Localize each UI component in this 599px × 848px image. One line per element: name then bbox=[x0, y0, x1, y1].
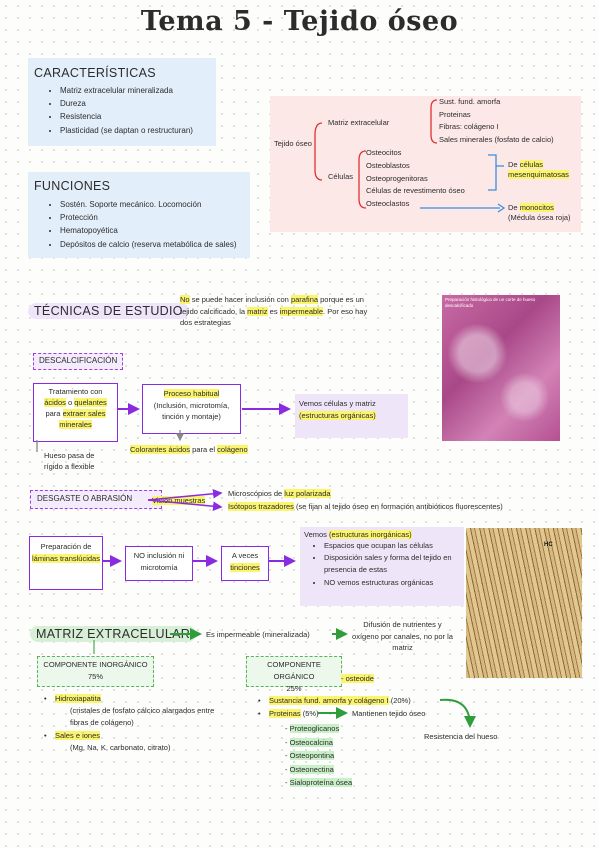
esquema-root: Tejido óseo bbox=[274, 139, 312, 148]
matriz-impermeable: Es impermeable (mineralizada) bbox=[206, 630, 310, 639]
list-item: Resistencia bbox=[60, 110, 219, 123]
list-item: Espacios que ocupan las células bbox=[324, 540, 464, 552]
photo-label: HC bbox=[544, 542, 553, 548]
list-item: Disposición sales y forma del tejido en … bbox=[324, 552, 464, 576]
colorantes-note: Colorantes ácidos para el colágeno bbox=[130, 445, 248, 454]
osteoide-label: - osteoide bbox=[341, 674, 374, 683]
list-item: Plasticidad (se daptan o restructuran) bbox=[60, 124, 219, 137]
list-item: Dureza bbox=[60, 97, 219, 110]
list-item: Proteinas bbox=[439, 109, 471, 119]
list-item: Sust. fund. amorfa bbox=[439, 97, 501, 106]
list-item: Protección bbox=[60, 211, 252, 224]
list-item: - Proteoglicanos bbox=[285, 724, 340, 733]
list-item: Células de revestimento óseo bbox=[366, 186, 465, 196]
tecnicas-intro: No se puede hacer inclusión con parafina… bbox=[180, 295, 368, 327]
origen-monocitos: De monocitos (Médula ósea roja) bbox=[508, 203, 571, 222]
caracteristicas-box bbox=[28, 58, 216, 146]
funciones-heading: FUNCIONES bbox=[34, 179, 111, 193]
funciones-list: Sostén. Soporte mecánico. Locomoción Pro… bbox=[34, 198, 252, 251]
descalcificacion-label: DESCALCIFICACIÓN bbox=[33, 353, 124, 370]
list-item: NO vemos estructuras orgánicas bbox=[324, 577, 464, 589]
caracteristicas-heading: CARACTERÍSTICAS bbox=[34, 66, 156, 80]
esquema-matriz-items: Sust. fund. amorfa Proteinas Fibras: col… bbox=[439, 96, 554, 146]
componente-inorganico-box: COMPONENTE INORGÁNICO 75% bbox=[37, 656, 154, 687]
desgaste-vemos: Vemos (estructuras inorgánicas) Espacios… bbox=[300, 527, 464, 606]
descalcificacion-note: Hueso pasa de rígido a flexible bbox=[44, 451, 95, 471]
componente-organico-box: COMPONENTE ORGÁNICO 25% bbox=[246, 656, 342, 693]
list-item: Osteocitos bbox=[366, 148, 402, 157]
list-item: Fibras: colágeno I bbox=[439, 122, 499, 131]
list-item: Osteoclastos bbox=[366, 199, 410, 209]
photo-caption: Preparación histológica de un corte de h… bbox=[445, 297, 536, 308]
list-item: - Osteonectina bbox=[285, 764, 334, 774]
list-item: Matriz extracelular mineralizada bbox=[60, 84, 219, 97]
list-item: • Proteinas (5%) bbox=[258, 708, 319, 718]
desgaste-box-no-inclusion: NO inclusión ni microtomía bbox=[125, 546, 193, 581]
list-item: Osteoblastos bbox=[366, 160, 410, 170]
histology-photo-desgaste: HC bbox=[466, 528, 582, 678]
histology-photo-descalcificado: Preparación histológica de un corte de h… bbox=[442, 295, 560, 441]
list-item-desc: (cristales de fosfato cálcico alargados … bbox=[70, 705, 215, 727]
desgaste-isotopos: Isótopos trazadores (se fijan al tejido … bbox=[228, 502, 503, 511]
organico-list: • Sustancia fund. amorfa y colágeno I (2… bbox=[258, 695, 488, 721]
funciones-box bbox=[28, 172, 250, 258]
list-item: Depósitos de calcio (reserva metabólica … bbox=[60, 238, 252, 251]
mantienen-tejido: Mantienen tejido óseo bbox=[352, 709, 426, 718]
matriz-heading: MATRIZ EXTRACELULAR bbox=[30, 626, 197, 642]
list-item: - Osteocalcina bbox=[285, 737, 333, 747]
esquema-celulas-items: Osteocitos Osteoblastos Osteoprogenitora… bbox=[366, 147, 465, 211]
caracteristicas-list: Matriz extracelular mineralizada Dureza … bbox=[34, 84, 219, 137]
list-item: Hematopoyética bbox=[60, 224, 252, 237]
desgaste-microscopios: Microscópios de luz polarizada bbox=[228, 489, 331, 498]
resistencia-hueso: Resistencia del hueso bbox=[424, 732, 498, 741]
esquema-matriz: Matriz extracelular bbox=[328, 118, 390, 127]
list-item: Sostén. Soporte mecánico. Locomoción bbox=[60, 198, 252, 211]
desgaste-box-laminas: Preparación de láminas translúcidas bbox=[29, 536, 103, 590]
list-item: - Osteopontina bbox=[285, 751, 335, 760]
esquema-celulas: Células bbox=[328, 172, 354, 181]
list-item: - Sialoproteína ósea bbox=[285, 778, 353, 787]
list-item-desc: (Mg, Na, K, carbonato, citrato) bbox=[70, 743, 171, 753]
descalcificacion-box-proceso: Proceso habitual (Inclusión, microtomía,… bbox=[142, 384, 241, 434]
list-item: • Sustancia fund. amorfa y colágeno I (2… bbox=[258, 696, 411, 705]
list-item: Sales minerales (fosfato de calcio) bbox=[439, 134, 554, 144]
descalcificacion-resultado: Vemos células y matriz (estructuras orgá… bbox=[295, 394, 408, 438]
proteinas-list: - Proteoglicanos - Osteocalcina - Osteop… bbox=[285, 722, 353, 790]
page-title: Tema 5 - Tejido óseo bbox=[140, 6, 459, 37]
tecnicas-heading: TÉCNICAS DE ESTUDIO bbox=[28, 303, 189, 319]
desgaste-vision: Visión muestras bbox=[152, 496, 206, 505]
descalcificacion-box-tratamiento: Tratamiento con ácidos o quelantes para … bbox=[33, 383, 118, 442]
matriz-difusion: Difusión de nutrientes y oxígeno por can… bbox=[352, 620, 453, 652]
origen-mesenquimatosas: De células mesenquimatosas bbox=[508, 160, 569, 179]
inorganico-list: • Hidroxiapatita (cristales de fosfato c… bbox=[44, 693, 244, 754]
list-item: Osteoprogenitoras bbox=[366, 173, 428, 183]
list-item: • Sales e iones bbox=[44, 731, 100, 741]
desgaste-box-tinciones: A veces tinciones bbox=[221, 546, 269, 581]
list-item: • Hidroxiapatita bbox=[44, 694, 101, 703]
